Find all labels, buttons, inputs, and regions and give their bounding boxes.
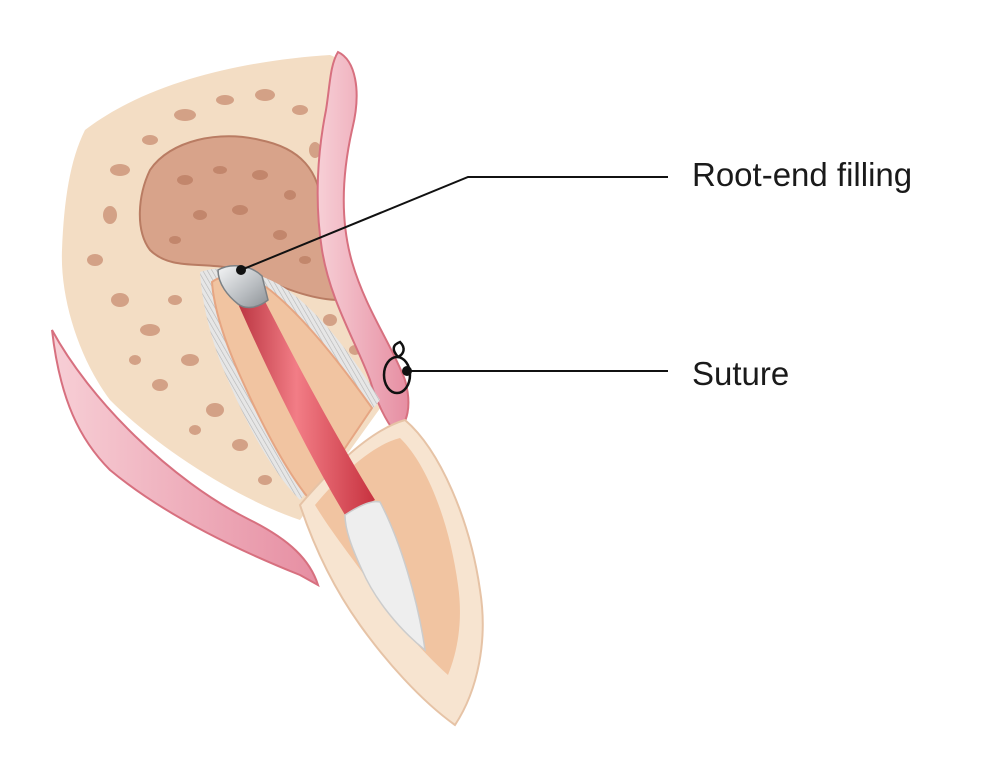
root-end-filling-label: Root-end filling [692, 156, 913, 193]
leader-line-root-end-filling [240, 176, 668, 271]
pulp-chamber [344, 500, 427, 652]
leader-lines [236, 176, 668, 376]
lower-gingiva [51, 329, 320, 588]
suture-label: Suture [692, 355, 790, 392]
crypt-texture [169, 166, 311, 264]
root-canal-filling [232, 282, 375, 515]
